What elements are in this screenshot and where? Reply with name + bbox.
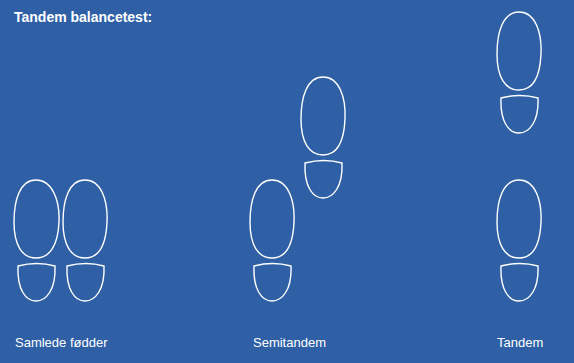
stance-caption: Semitandem: [253, 335, 326, 350]
sole: [63, 180, 107, 258]
stance-caption: Samlede fødder: [15, 335, 108, 350]
heel: [501, 264, 538, 302]
heel: [305, 161, 342, 199]
sole: [301, 77, 345, 155]
heel: [254, 264, 291, 302]
footprints: [14, 12, 541, 301]
heel: [67, 264, 104, 302]
heel: [501, 96, 538, 134]
sole: [497, 12, 541, 90]
stance-caption: Tandem: [497, 335, 543, 350]
sole: [497, 180, 541, 258]
diagram-title: Tandem balancetest:: [14, 9, 152, 25]
sole: [250, 180, 294, 258]
sole: [14, 180, 59, 258]
heel: [18, 264, 55, 302]
